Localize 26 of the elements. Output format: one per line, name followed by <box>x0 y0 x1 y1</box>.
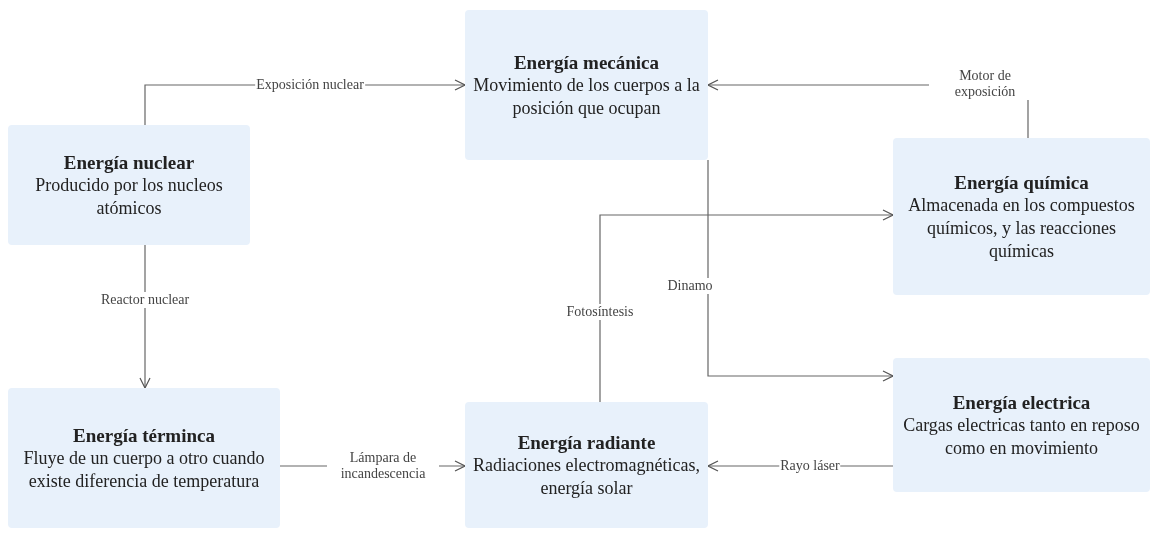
energy-box <box>465 402 708 528</box>
box-description: Movimiento de los cuerpos a la posición que ocupan <box>472 73 701 120</box>
energy-box <box>8 388 280 528</box>
arrow <box>707 159 894 382</box>
energy-box <box>893 138 1150 295</box>
box-description: Fluye de un cuerpo a otro cuando existe diferencia de temperatura <box>22 446 266 493</box>
edge-label: Exposición nuclear <box>255 77 365 93</box>
box-description: Almacenada en los compuestos químicos, y las reacciones químicas <box>907 193 1136 263</box>
box-title: Energía nuclear <box>63 150 195 174</box>
box-title: Energía términca <box>73 423 215 447</box>
box-description: Radiaciones electromagnéticas, energía solar <box>472 453 701 500</box>
box-description: Cargas electricas tanto en reposo como en movimiento <box>902 413 1141 460</box>
box-title: Energía electrica <box>952 390 1091 414</box>
box-title: Energía radiante <box>517 430 656 454</box>
edge-label: Rayo láser <box>779 458 841 474</box>
energy-box <box>8 125 250 245</box>
arrow <box>599 209 894 403</box>
box-title: Energía mecánica <box>513 50 660 74</box>
edge-label: Reactor nuclear <box>99 292 191 308</box>
energy-box <box>893 358 1150 492</box>
edge-label: Fotosíntesis <box>565 304 635 320</box>
arrow <box>139 244 151 389</box>
box-title: Energía química <box>954 170 1089 194</box>
energy-box <box>465 10 708 160</box>
edge-label: Dinamo <box>666 278 714 294</box>
box-description: Producido por los nucleos atómicos <box>34 173 224 220</box>
